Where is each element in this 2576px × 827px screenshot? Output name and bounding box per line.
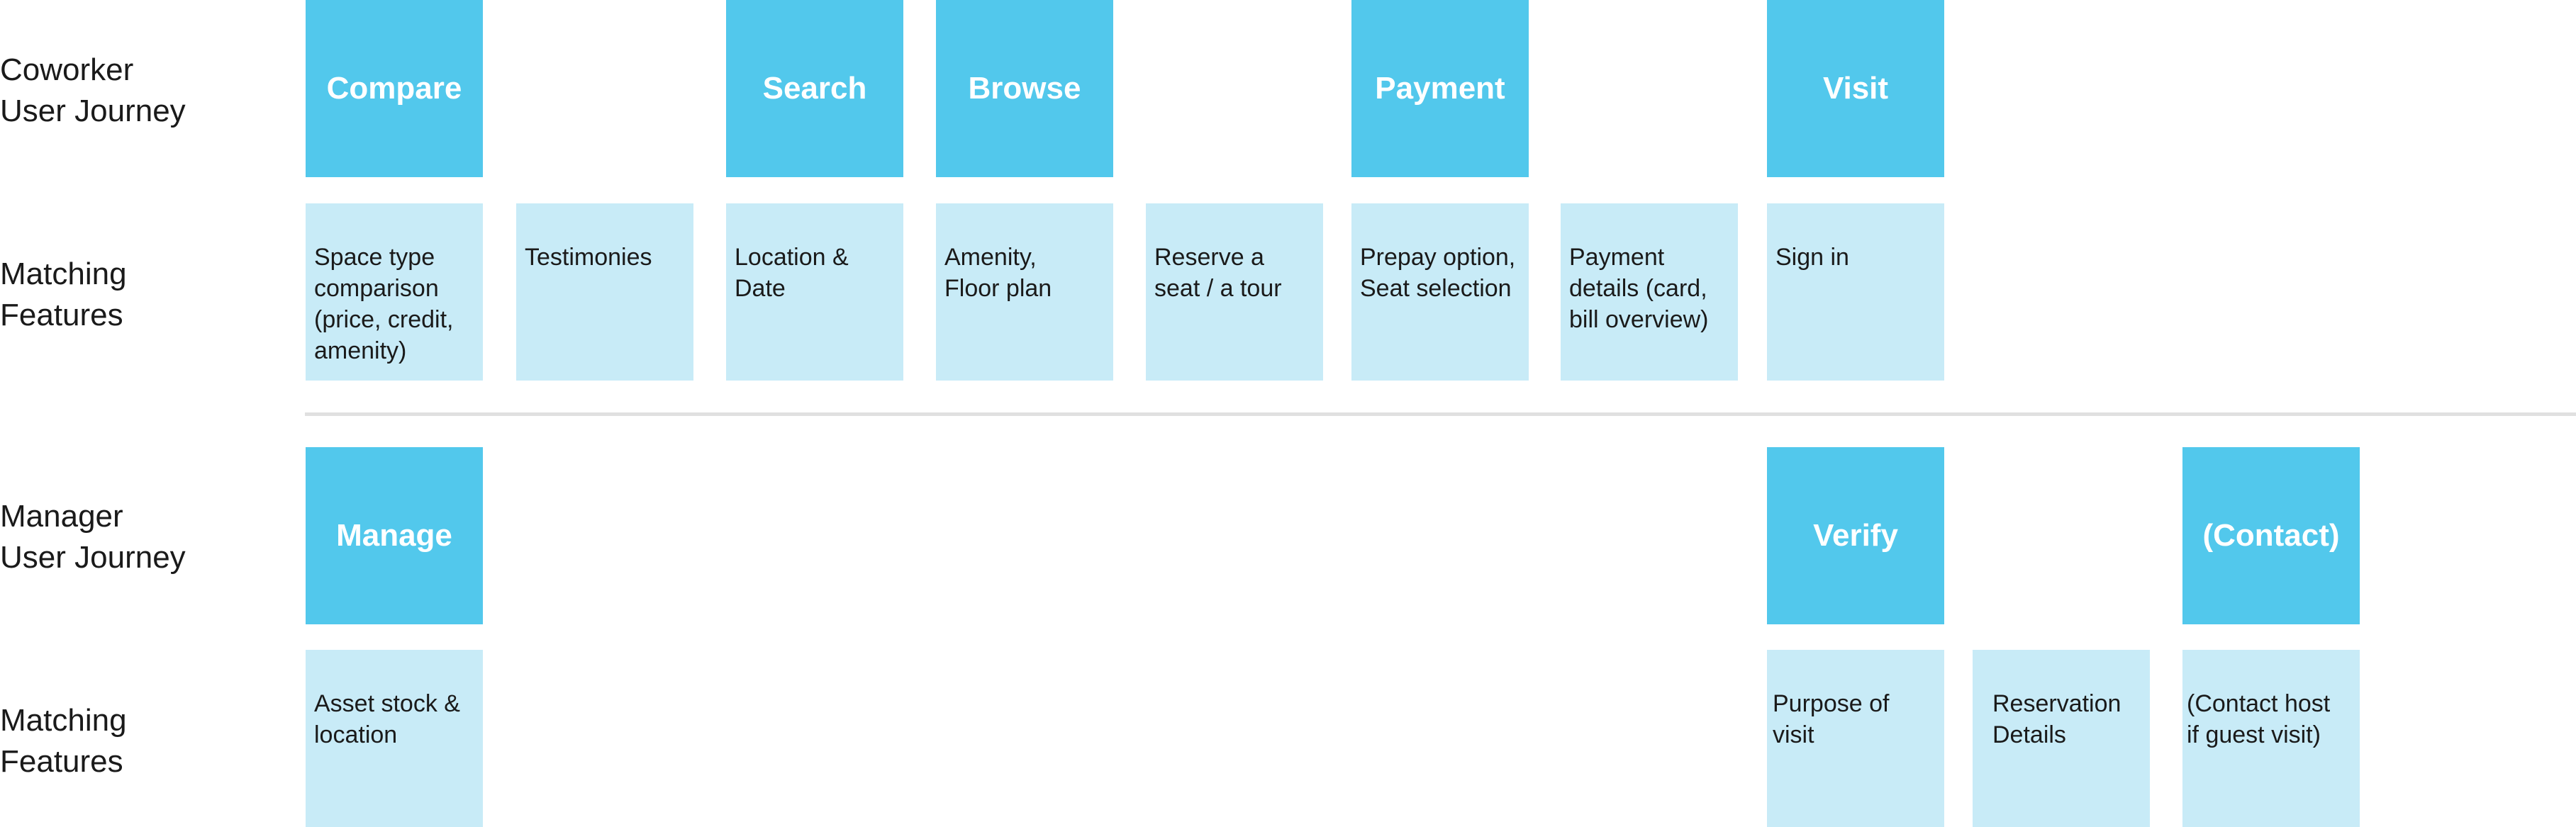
journey-step-contact: (Contact) bbox=[2182, 447, 2360, 624]
journey-step-browse: Browse bbox=[936, 0, 1113, 177]
journey-step-visit: Visit bbox=[1767, 0, 1944, 177]
feature-card: Amenity, Floor plan bbox=[936, 203, 1113, 381]
section-divider bbox=[305, 412, 2576, 416]
label-line: User Journey bbox=[0, 94, 186, 128]
journey-step-manage: Manage bbox=[306, 447, 483, 624]
feature-card: Reserve a seat / a tour bbox=[1146, 203, 1323, 381]
feature-card: Testimonies bbox=[516, 203, 693, 381]
label-line: Features bbox=[0, 744, 123, 779]
label-line: Matching bbox=[0, 257, 127, 291]
feature-card: Payment details (card, bill overview) bbox=[1561, 203, 1738, 381]
journey-step-verify: Verify bbox=[1767, 447, 1944, 624]
manager-journey-label: Manager User Journey bbox=[0, 496, 186, 578]
feature-card: Purpose of visit bbox=[1767, 650, 1944, 827]
feature-card: (Contact host if guest visit) bbox=[2182, 650, 2360, 827]
label-line: Coworker bbox=[0, 52, 134, 87]
coworker-journey-label: Coworker User Journey bbox=[0, 50, 186, 132]
manager-features-label: Matching Features bbox=[0, 700, 127, 782]
feature-card: Space type comparison (price, credit, am… bbox=[306, 203, 483, 381]
feature-card: Sign in bbox=[1767, 203, 1944, 381]
coworker-features-label: Matching Features bbox=[0, 254, 127, 336]
journey-step-compare: Compare bbox=[306, 0, 483, 177]
feature-card: Prepay option, Seat selection bbox=[1351, 203, 1529, 381]
feature-card: Asset stock & location bbox=[306, 650, 483, 827]
label-line: Manager bbox=[0, 499, 123, 534]
journey-step-payment: Payment bbox=[1351, 0, 1529, 177]
feature-card: Reservation Details bbox=[1973, 650, 2150, 827]
feature-card: Location & Date bbox=[726, 203, 903, 381]
label-line: Features bbox=[0, 298, 123, 332]
label-line: Matching bbox=[0, 703, 127, 738]
journey-step-search: Search bbox=[726, 0, 903, 177]
label-line: User Journey bbox=[0, 540, 186, 575]
